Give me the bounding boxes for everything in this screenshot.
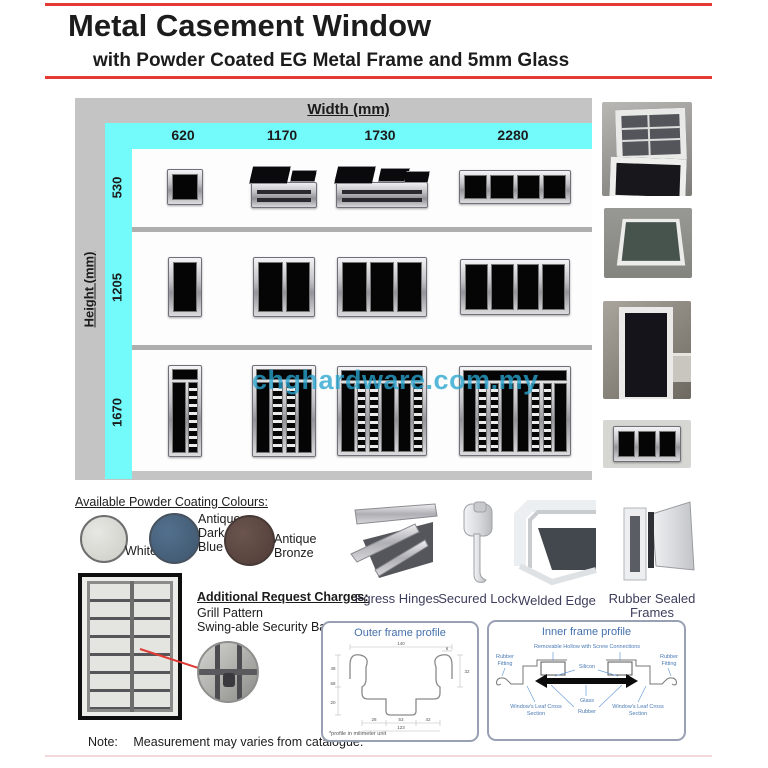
label-glass: Glass — [579, 698, 595, 704]
secured-lock-image — [452, 500, 504, 588]
subtitle-rule — [45, 76, 712, 79]
label-removable-hollow: Removable Hollow with Screw Connections — [533, 644, 641, 650]
swatch-antique-bronze — [224, 515, 275, 566]
outer-frame-profile-box: Outer frame profile 140 6 32 48 68 20 28… — [321, 621, 479, 742]
svg-text:68: 68 — [330, 681, 336, 686]
swatch-white — [80, 515, 128, 563]
swatch-antique-dark-blue — [149, 513, 200, 564]
svg-text:6: 6 — [446, 646, 449, 651]
outer-profile-title: Outer frame profile — [354, 627, 446, 639]
window-1670x1170 — [252, 365, 316, 457]
window-530x2280 — [459, 170, 571, 204]
photo-awning-window — [604, 208, 692, 278]
welded-edge-image — [512, 498, 600, 590]
window-1670x1730 — [337, 366, 427, 456]
colours-title: Available Powder Coating Colours: — [75, 495, 268, 509]
grill-lock-detail — [197, 641, 259, 703]
rubber-sealed-frames-image — [608, 500, 700, 588]
window-1670x2280 — [459, 366, 571, 456]
window-1205x1170 — [253, 257, 315, 317]
label-silicon: Silicon — [578, 664, 596, 670]
window-1205x620 — [168, 257, 202, 317]
photo-workshop-windows — [602, 102, 692, 196]
feature-label-rubber: Rubber Sealed Frames — [608, 591, 696, 620]
inner-frame-profile-box: Inner frame profile Removable Hollow wit… — [487, 620, 686, 741]
inner-profile-drawing — [496, 652, 677, 708]
swatch-bronze-label: Antique Bronze — [274, 532, 317, 560]
height-530: 530 — [109, 176, 125, 199]
feature-label-welded: Welded Edge — [518, 593, 596, 608]
additional-item-grill: Grill Pattern — [197, 606, 263, 620]
label-rubber-fitting-right: Rubber Fitting — [659, 654, 679, 667]
svg-text:42: 42 — [425, 717, 431, 722]
height-header-strip — [105, 123, 132, 479]
note-line: Note: Measurement may varies from catalo… — [88, 735, 363, 749]
size-chart-cells — [132, 149, 592, 471]
grill-window-photo — [78, 573, 182, 720]
svg-text:53: 53 — [398, 717, 404, 722]
bottom-rule — [45, 755, 712, 757]
row-divider — [132, 345, 592, 350]
window-1670x620 — [168, 365, 202, 457]
feature-label-egress: Egress Hinges — [354, 591, 440, 606]
window-530x1170 — [249, 166, 317, 208]
svg-text:32: 32 — [464, 669, 470, 674]
top-rule — [45, 3, 712, 6]
width-axis-label: Width (mm) — [307, 101, 390, 118]
label-leaf-section-left: Window's Leaf Cross Section — [510, 704, 562, 717]
page-subtitle: with Powder Coated EG Metal Frame and 5m… — [93, 50, 570, 71]
page-title: Metal Casement Window — [68, 8, 432, 43]
outer-profile-drawing: 140 6 32 48 68 20 28 53 42 123 — [330, 641, 470, 732]
height-1670: 1670 — [109, 398, 125, 427]
additional-item-security-bar: Swing-able Security Bar — [197, 620, 331, 634]
label-leaf-section-right: Window's Leaf Cross Section — [612, 704, 664, 717]
label-rubber-fitting-left: Rubber Fitting — [495, 654, 515, 667]
window-530x620 — [167, 169, 203, 205]
outer-profile-footnote: *profile in milimeter unit — [329, 731, 387, 737]
height-1205: 1205 — [109, 273, 125, 302]
svg-text:140: 140 — [397, 641, 405, 646]
width-1170: 1170 — [266, 127, 298, 143]
height-axis-label: Height (mm) — [81, 251, 97, 328]
width-2280: 2280 — [497, 127, 529, 143]
svg-text:123: 123 — [397, 725, 405, 730]
feature-label-lock: Secured Lock — [438, 591, 518, 606]
window-530x1730 — [334, 166, 430, 208]
window-1205x1730 — [337, 257, 427, 317]
window-1205x2280 — [460, 259, 570, 315]
width-header-strip: 620 1170 1730 2280 — [105, 123, 592, 149]
svg-text:28: 28 — [371, 717, 377, 722]
egress-hinges-image — [345, 500, 441, 588]
label-rubber: Rubber — [577, 709, 597, 715]
inner-profile-title: Inner frame profile — [541, 626, 632, 638]
note-label: Note: — [88, 735, 118, 749]
additional-title: Additional Request Charges: — [197, 590, 369, 604]
row-divider — [132, 227, 592, 232]
width-620: 620 — [171, 127, 195, 143]
swatch-white-label: White — [125, 544, 157, 558]
note-text: Measurement may varies from catalogue. — [133, 735, 364, 749]
width-1730: 1730 — [364, 127, 396, 143]
svg-text:20: 20 — [330, 700, 336, 705]
photo-tall-window — [603, 301, 691, 399]
size-chart: Width (mm) 620 1170 1730 2280 Height (mm… — [75, 98, 592, 480]
photo-installed-window — [603, 420, 691, 468]
svg-text:48: 48 — [330, 666, 336, 671]
watermark: chghardware.com.my — [252, 365, 539, 395]
